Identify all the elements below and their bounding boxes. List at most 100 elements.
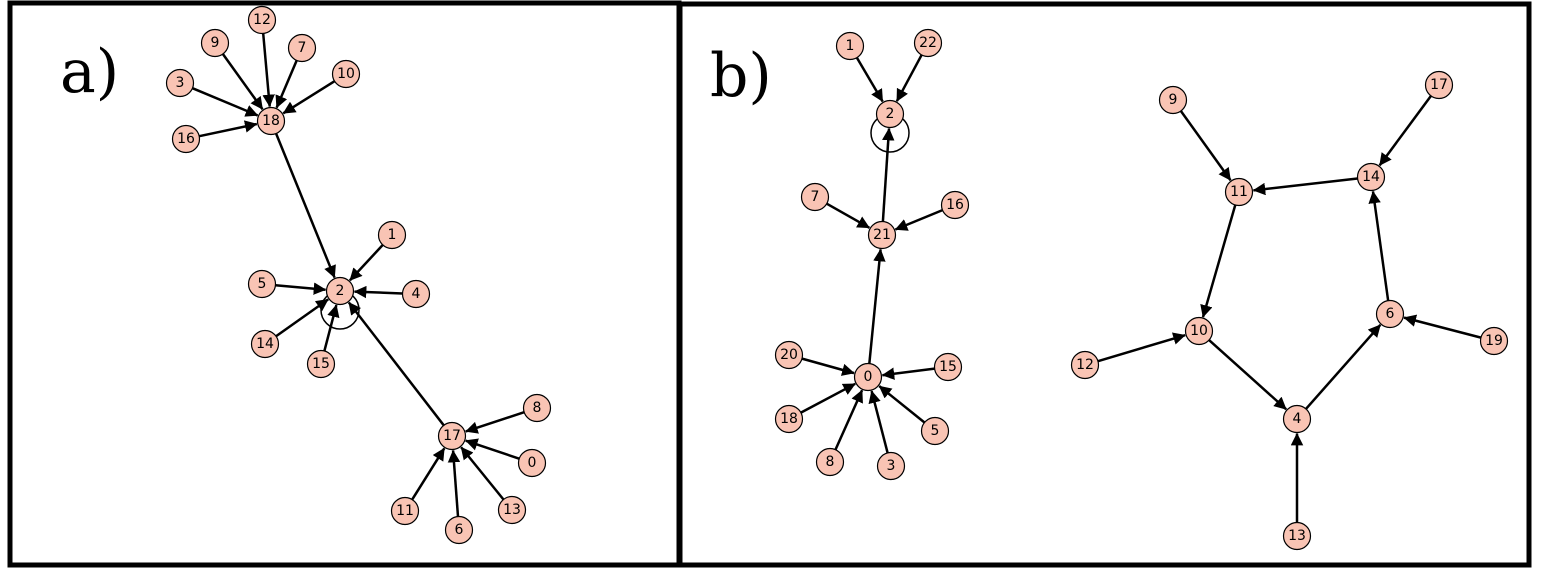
node-circle: [913, 28, 943, 58]
edge-a-15-to-2: [323, 304, 340, 352]
edge-b-11-to-10: [1200, 204, 1237, 318]
node-label: 15: [939, 359, 957, 375]
node-circle: [1158, 85, 1188, 115]
node-label: 7: [811, 189, 820, 205]
node-label: 6: [455, 522, 464, 538]
edge-b-18-to-0: [800, 382, 856, 414]
node-b-19: 19: [1479, 326, 1509, 356]
node-circle: [774, 404, 804, 434]
node-circle: [165, 68, 195, 98]
edge-b-12-to-10: [1097, 332, 1186, 363]
node-a-15: 15: [306, 349, 336, 379]
node-b-21: 21: [867, 220, 897, 250]
edge-a-14-to-2: [275, 298, 329, 338]
node-circle: [1424, 70, 1454, 100]
edge-b-19-to-6: [1403, 314, 1482, 339]
node-label: 10: [337, 66, 355, 82]
node-a-14: 14: [250, 329, 280, 359]
node-circle: [444, 515, 474, 545]
node-circle: [835, 31, 865, 61]
node-label: 21: [873, 227, 891, 243]
node-label: 10: [1190, 323, 1208, 339]
node-circle: [920, 416, 950, 446]
node-label: 20: [780, 347, 798, 363]
node-label: 6: [1386, 306, 1395, 322]
edge-b-16-to-21: [894, 208, 943, 231]
node-circle: [437, 421, 467, 451]
node-circle: [1070, 350, 1100, 380]
node-label: 17: [443, 428, 461, 444]
node-circle: [247, 269, 277, 299]
node-circle: [200, 28, 230, 58]
node-a-2: 2: [325, 276, 355, 306]
node-circle: [940, 190, 970, 220]
node-a-16: 16: [171, 124, 201, 154]
edge-b-22-to-2: [895, 54, 923, 102]
node-label: 18: [780, 411, 798, 427]
edge-a-10-to-18: [282, 80, 336, 115]
edge-b-5-to-0: [878, 385, 926, 424]
node-label: 5: [258, 276, 267, 292]
node-circle: [522, 393, 552, 423]
edge-a-1-to-2: [348, 244, 384, 282]
edge-b-20-to-0: [801, 357, 855, 376]
edge-a-13-to-17: [460, 446, 505, 501]
panel-b-frame: [677, 1, 1532, 568]
node-label: 11: [1230, 184, 1248, 200]
edge-a-5-to-2: [275, 282, 327, 295]
node-a-12: 12: [247, 5, 277, 35]
edge-a-0-to-17: [465, 438, 520, 460]
node-circle: [517, 448, 547, 478]
node-circle: [325, 276, 355, 306]
node-circle: [1282, 404, 1312, 434]
edge-b-8-to-0: [834, 389, 864, 451]
node-b-8: 8: [815, 447, 845, 477]
node-circle: [774, 340, 804, 370]
node-b-10: 10: [1184, 316, 1214, 346]
node-circle: [390, 496, 420, 526]
node-b-4: 4: [1282, 404, 1312, 434]
edge-b-4-to-6: [1305, 324, 1382, 410]
node-label: 14: [1362, 169, 1380, 185]
node-a-6: 6: [444, 515, 474, 545]
node-b-6: 6: [1375, 299, 1405, 329]
node-label: 14: [256, 336, 274, 352]
node-label: 9: [1169, 92, 1178, 108]
node-circle: [377, 220, 407, 250]
node-b-7: 7: [800, 182, 830, 212]
panel-b-edges: [800, 54, 1482, 523]
node-label: 12: [1076, 357, 1094, 373]
node-circle: [1375, 299, 1405, 329]
node-circle: [1479, 326, 1509, 356]
node-circle: [933, 352, 963, 382]
node-circle: [800, 182, 830, 212]
node-b-17: 17: [1424, 70, 1454, 100]
node-label: 18: [262, 113, 280, 129]
edge-a-3-to-18: [191, 87, 259, 117]
edge-b-3-to-0: [868, 390, 889, 454]
node-a-5: 5: [247, 269, 277, 299]
node-circle: [256, 106, 286, 136]
node-a-1: 1: [377, 220, 407, 250]
node-label: 22: [919, 35, 937, 51]
node-label: 8: [533, 400, 542, 416]
edge-b-6-to-14: [1368, 190, 1390, 301]
node-label: 15: [312, 356, 330, 372]
node-label: 12: [253, 12, 271, 28]
node-label: 16: [946, 197, 964, 213]
node-b-2: 2: [875, 99, 905, 129]
node-label: 4: [412, 286, 421, 302]
edge-b-7-to-21: [826, 202, 871, 229]
node-b-11: 11: [1224, 177, 1254, 207]
node-b-0: 0: [853, 362, 883, 392]
node-label: 17: [1430, 77, 1448, 93]
node-a-18: 18: [256, 106, 286, 136]
node-circle: [867, 220, 897, 250]
node-circle: [250, 329, 280, 359]
node-circle: [287, 33, 317, 63]
